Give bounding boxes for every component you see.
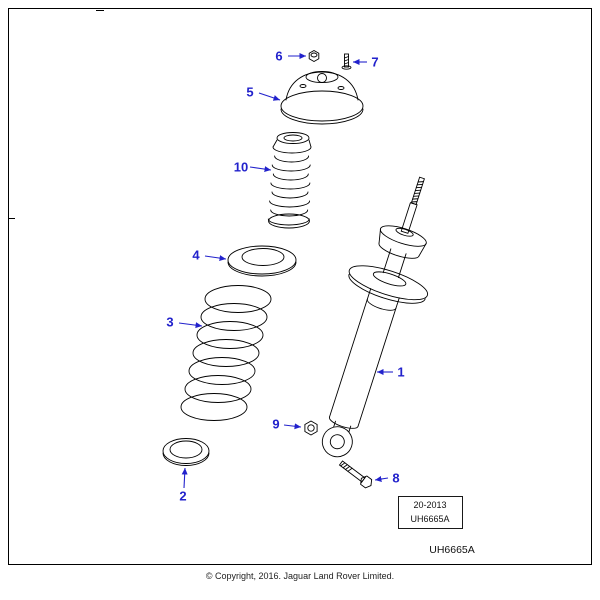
ref-code-line2: UH6665A xyxy=(410,514,450,524)
callout-8: 8 xyxy=(392,470,400,486)
diagram-frame xyxy=(8,8,592,565)
top-mount-drawing xyxy=(280,71,364,125)
copyright-text: © Copyright, 2016. Jaguar Land Rover Lim… xyxy=(205,571,395,581)
callout-9: 9 xyxy=(272,416,280,432)
mount-stud-drawing xyxy=(341,53,352,70)
ref-code-line1: 20-2013 xyxy=(413,500,447,510)
callout-arrows xyxy=(178,53,393,489)
bolt-drawing xyxy=(338,460,373,489)
callout-5: 5 xyxy=(246,84,254,100)
shock-absorber-drawing xyxy=(321,176,429,458)
callout-10: 10 xyxy=(233,159,249,175)
figure-code: UH6665A xyxy=(429,544,475,556)
callout-7: 7 xyxy=(371,54,379,70)
spring-washer-drawing xyxy=(162,438,210,466)
callout-1: 1 xyxy=(397,364,405,380)
callout-2: 2 xyxy=(179,488,187,504)
spring-seat-drawing xyxy=(227,245,297,277)
coil-spring-drawing xyxy=(180,285,272,421)
callout-6: 6 xyxy=(275,48,283,64)
eye-bush-drawing xyxy=(304,420,318,436)
ref-code-box xyxy=(398,496,463,529)
mount-nut-drawing xyxy=(308,49,320,63)
registration-marks xyxy=(9,10,104,219)
dust-boot-drawing xyxy=(267,132,312,229)
callout-4: 4 xyxy=(192,247,200,263)
callout-3: 3 xyxy=(166,314,174,330)
